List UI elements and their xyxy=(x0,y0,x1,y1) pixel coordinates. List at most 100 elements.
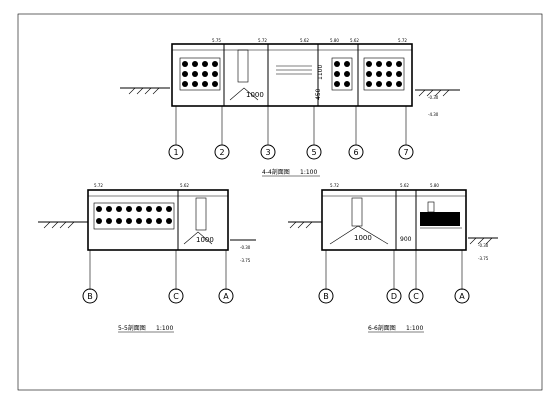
media-ball xyxy=(182,71,188,77)
inlet-pipe xyxy=(195,197,207,231)
media-fill-group xyxy=(93,202,175,230)
media-ball xyxy=(334,71,340,77)
axis-lines-4-4 xyxy=(175,106,407,145)
media-ball xyxy=(386,71,392,77)
media-ball xyxy=(192,81,198,87)
svg-text:5: 5 xyxy=(311,148,316,157)
elevation-label: -0.30 xyxy=(240,245,251,250)
dim-text: 1100 xyxy=(317,65,324,80)
section-scale: 1:100 xyxy=(300,169,317,176)
section-scale: 1:100 xyxy=(156,325,173,332)
section-title: 4-4剖面图 xyxy=(262,168,290,176)
elevation-label: -3.75 xyxy=(240,258,251,263)
media-ball xyxy=(96,206,102,212)
tank-outline-5-5 xyxy=(87,189,229,251)
dim-text: 900 xyxy=(400,236,412,243)
soil-hatch-left xyxy=(128,87,160,95)
media-ball xyxy=(146,206,152,212)
media-ball xyxy=(376,81,382,87)
media-ball xyxy=(182,61,188,67)
media-ball xyxy=(106,206,112,212)
soil-hatch-right xyxy=(469,237,493,245)
equipment-block xyxy=(420,212,460,226)
media-ball xyxy=(136,218,142,224)
soil-hatch-right xyxy=(418,89,450,97)
svg-text:6: 6 xyxy=(353,148,358,157)
media-ball xyxy=(136,206,142,212)
inlet-pipe xyxy=(237,49,249,83)
media-box xyxy=(363,57,405,91)
axis-bubble-2: 2 xyxy=(214,144,230,160)
section-6-6: 1000 900 5.72 5.62 5.80 -0.30 -3.75 B D … xyxy=(288,183,498,333)
media-ball xyxy=(386,81,392,87)
media-ball xyxy=(334,81,340,87)
media-ball xyxy=(202,81,208,87)
axis-bubble-7: 7 xyxy=(398,144,414,160)
media-ball xyxy=(344,61,350,67)
media-ball xyxy=(202,71,208,77)
svg-text:2: 2 xyxy=(219,148,224,157)
svg-text:D: D xyxy=(391,292,397,301)
media-ball xyxy=(126,206,132,212)
equipment-part xyxy=(427,201,435,213)
section-4-4: 1000 1100 450 5.75 5.72 5.62 5.80 5.62 5… xyxy=(120,38,460,177)
dim-text: 1000 xyxy=(196,236,214,244)
elevation-label: 5.62 xyxy=(180,183,189,188)
axis-bubble-B: B xyxy=(82,288,98,304)
axis-bubble-5: 5 xyxy=(306,144,322,160)
soil-hatch-left xyxy=(289,221,313,229)
elevation-label: 5.62 xyxy=(400,183,409,188)
media-ball xyxy=(212,71,218,77)
svg-text:1: 1 xyxy=(173,148,178,157)
media-ball xyxy=(396,81,402,87)
media-ball xyxy=(344,81,350,87)
svg-text:A: A xyxy=(459,292,465,301)
axis-bubble-D: D xyxy=(386,288,402,304)
elevation-label: 5.72 xyxy=(94,183,103,188)
elevation-label: -3.75 xyxy=(478,256,489,261)
svg-text:3: 3 xyxy=(265,148,270,157)
axis-bubble-B: B xyxy=(318,288,334,304)
media-ball xyxy=(202,61,208,67)
media-box xyxy=(179,57,221,91)
media-ball xyxy=(116,206,122,212)
media-ball xyxy=(126,218,132,224)
svg-text:7: 7 xyxy=(403,148,408,157)
sludge-hopper xyxy=(183,231,213,245)
elevation-label: 5.80 xyxy=(430,183,439,188)
inlet-pipe xyxy=(351,197,363,227)
section-title: 5-5剖面图 xyxy=(118,324,146,332)
svg-text:B: B xyxy=(323,292,329,301)
media-ball xyxy=(116,218,122,224)
section-title: 6-6剖面图 xyxy=(368,324,396,332)
media-ball xyxy=(192,71,198,77)
svg-text:C: C xyxy=(173,292,179,301)
dim-text: 1000 xyxy=(246,91,264,99)
axis-bubble-A: A xyxy=(218,288,234,304)
svg-text:A: A xyxy=(223,292,229,301)
media-ball xyxy=(156,218,162,224)
media-ball xyxy=(192,61,198,67)
media-ball xyxy=(396,71,402,77)
svg-text:C: C xyxy=(413,292,419,301)
dim-text: 1000 xyxy=(354,234,372,242)
media-ball xyxy=(166,218,172,224)
media-fill-group xyxy=(179,57,405,91)
media-ball xyxy=(212,61,218,67)
axis-bubble-C: C xyxy=(408,288,424,304)
media-ball xyxy=(182,81,188,87)
media-ball xyxy=(386,61,392,67)
media-ball xyxy=(146,218,152,224)
axis-bubble-1: 1 xyxy=(168,144,184,160)
media-ball xyxy=(212,81,218,87)
media-box xyxy=(331,57,353,91)
media-ball xyxy=(376,61,382,67)
section-5-5: 1000 5.72 5.62 -0.30 -3.75 B C A 5-5剖面图 … xyxy=(38,183,256,333)
soil-hatch-left xyxy=(43,221,75,229)
media-ball xyxy=(376,71,382,77)
elevation-label: 5.75 xyxy=(212,38,221,43)
sheet-border xyxy=(17,13,543,391)
media-ball xyxy=(396,61,402,67)
axis-bubble-C: C xyxy=(168,288,184,304)
